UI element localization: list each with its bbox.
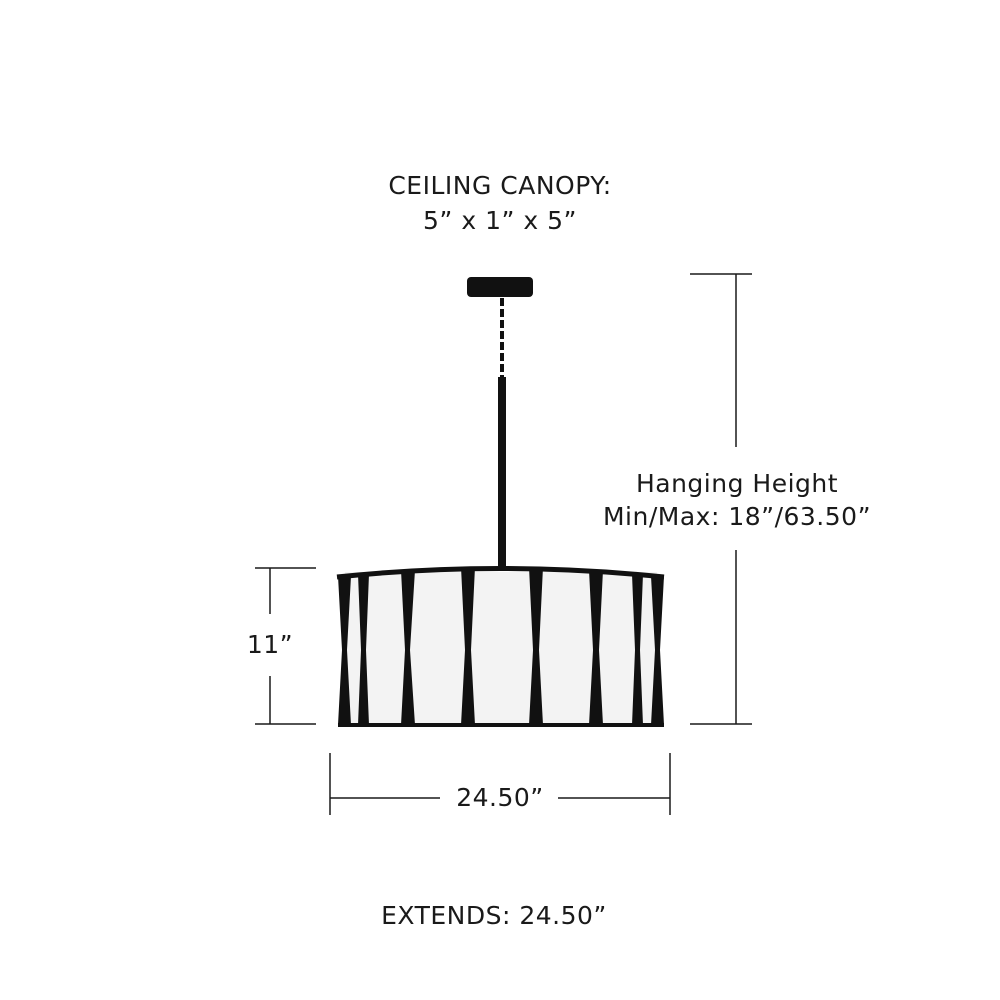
dimension-lines	[255, 273, 752, 815]
canopy-title: CEILING CANOPY:	[388, 171, 612, 200]
hanging-height-title: Hanging Height	[635, 469, 839, 498]
extends-label: EXTENDS: 24.50”	[381, 901, 607, 930]
downrod	[498, 377, 506, 569]
width-label: 24.50”	[456, 783, 544, 812]
height-label: 11”	[246, 630, 294, 659]
top-ring	[336, 566, 665, 580]
frame-bars	[338, 567, 664, 725]
ceiling-canopy	[467, 277, 533, 297]
drum-shade	[345, 572, 657, 724]
pendant-fixture	[336, 277, 665, 727]
hanging-height-value: Min/Max: 18”/63.50”	[602, 502, 872, 531]
canopy-size: 5” x 1” x 5”	[423, 206, 577, 235]
